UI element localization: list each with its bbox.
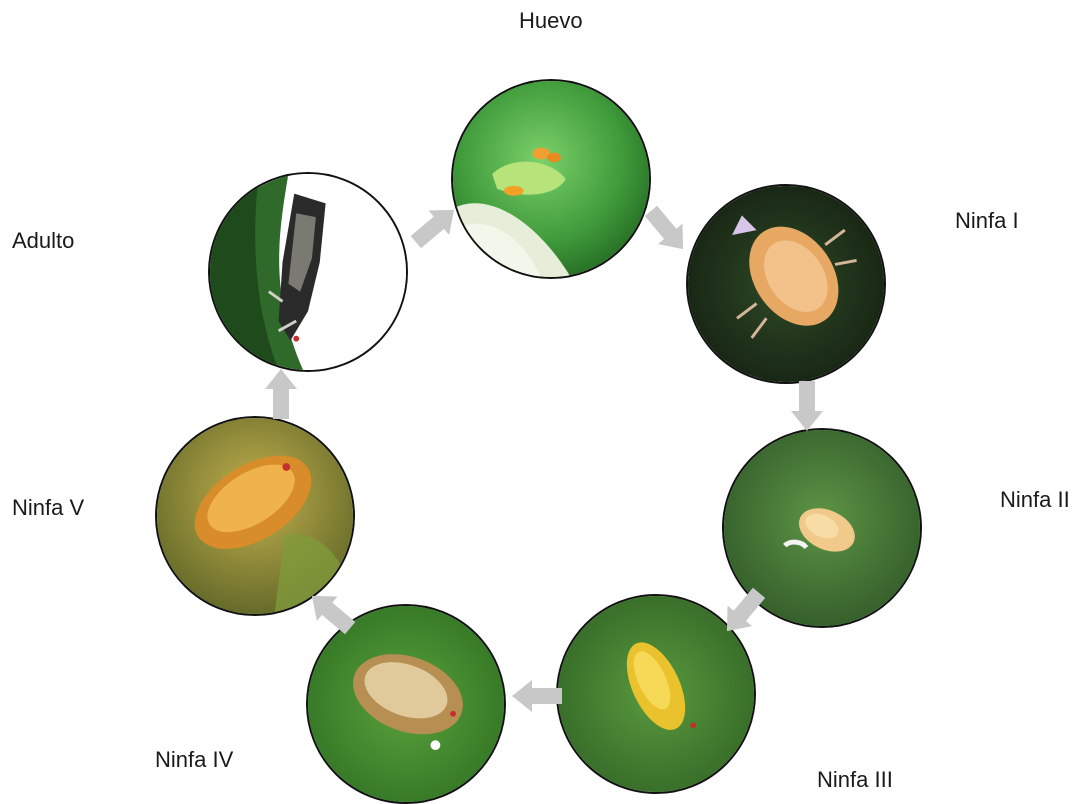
label-ninfa-3: Ninfa III — [817, 767, 893, 793]
arrow-ninfa-5-to-adulto — [265, 369, 297, 419]
label-adulto: Adulto — [12, 228, 74, 254]
arrow-ninfa-3-to-ninfa-4 — [512, 680, 562, 712]
label-ninfa-2: Ninfa II — [1000, 487, 1070, 513]
arrow-ninfa-1-to-ninfa-2 — [791, 381, 823, 431]
arrow-huevo-to-ninfa-1 — [639, 201, 696, 260]
stage-image-huevo — [451, 79, 651, 279]
stage-image-ninfa-1 — [686, 184, 886, 384]
label-huevo: Huevo — [519, 8, 583, 34]
label-ninfa-1: Ninfa I — [955, 208, 1019, 234]
label-ninfa-4: Ninfa IV — [155, 747, 233, 773]
label-ninfa-5: Ninfa V — [12, 495, 84, 521]
stage-image-adulto — [208, 172, 408, 372]
